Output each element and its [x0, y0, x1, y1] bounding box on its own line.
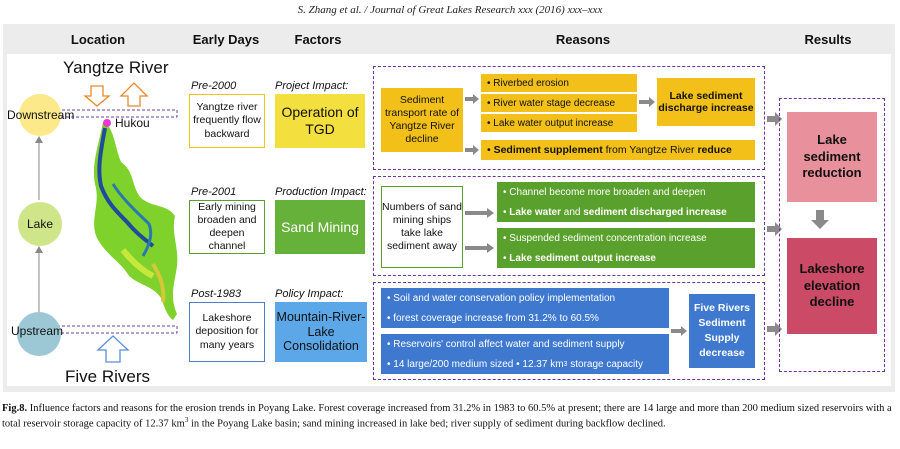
- result-sediment-reduction: Lake sediment reduction: [787, 112, 877, 202]
- location-graphics: [35, 82, 178, 363]
- flow-arrows: [465, 94, 829, 336]
- early-days-row3: Lakeshore deposition for many years: [189, 302, 265, 362]
- yangtze-river-label: Yangtze River: [63, 58, 169, 77]
- hukou-marker-icon: [103, 119, 111, 127]
- reason-row3-top-block: [381, 288, 669, 328]
- five-rivers-up-arrow-icon: [96, 335, 130, 363]
- outcome-sediment-discharge: Lake sediment discharge increase: [657, 78, 755, 126]
- impact-project: Project Impact:: [275, 80, 349, 92]
- bullet-sediment-supplement: • Sediment supplement from Yangtze River…: [481, 140, 755, 160]
- bullet-water-output: • Lake water output increase: [481, 114, 637, 132]
- reason-group-2: [373, 176, 765, 276]
- hukou-label: Hukou: [115, 116, 150, 130]
- period-post-1983: Post-1983: [191, 288, 242, 300]
- inflow-down-arrow-icon: [83, 85, 111, 107]
- bullet-sediment-output: • Lake sediment output increase: [503, 252, 656, 264]
- factor-mountain-river-lake: Mountain-River-Lake Consolidation: [275, 302, 367, 362]
- header-location: Location: [70, 32, 126, 47]
- impact-policy: Policy Impact:: [275, 288, 344, 300]
- bullet-forest-coverage: • forest coverage increase from 31.2% to…: [387, 312, 599, 324]
- bullet-suspended-sediment: • Suspended sediment concentration incre…: [503, 232, 707, 244]
- figure-panel: Location Early Days Factors Reasons Resu…: [3, 24, 895, 392]
- period-pre-2001: Pre-2001: [191, 186, 237, 198]
- reason-main-row1: Sediment transport rate of Yangtze River…: [381, 88, 463, 152]
- header-factors: Factors: [294, 32, 342, 47]
- five-rivers-label: Five Rivers: [65, 367, 151, 386]
- outflow-up-arrow-icon: [119, 82, 149, 107]
- factor-tgd: Operation of TGD: [275, 94, 365, 148]
- downstream-label: Downstream: [7, 108, 75, 122]
- bullet-channel-broaden: • Channel become more broaden and deepen: [503, 186, 706, 198]
- results-group: [779, 98, 885, 372]
- upstream-circle: [17, 312, 61, 356]
- reason-row3-bottom-block: [381, 334, 669, 374]
- reason-row2-bottom-block: [497, 228, 755, 268]
- reason-main-row2: Numbers of sand mining ships take lake s…: [381, 186, 463, 268]
- bullet-lake-water-discharge: • Lake water and sediment discharged inc…: [503, 206, 727, 218]
- bullet-soil-water-policy: • Soil and water conservation policy imp…: [387, 292, 616, 304]
- bullet-reservoir-control: • Reservoirs' control affect water and s…: [387, 338, 625, 350]
- downstream-circle: [19, 94, 61, 136]
- period-pre-2000: Pre-2000: [191, 80, 237, 92]
- early-days-row1: Yangtze river frequently flow backward: [189, 94, 265, 148]
- early-days-row2: Early mining broaden and deepen channel: [189, 200, 265, 254]
- header-reasons: Reasons: [555, 32, 611, 47]
- upstream-label: Upstream: [11, 324, 64, 338]
- impact-production: Production Impact:: [275, 186, 367, 198]
- outcome-five-rivers-supply: Five Rivers Sediment Supply decrease: [689, 294, 755, 368]
- header-results: Results: [804, 32, 852, 47]
- result-elevation-decline: Lakeshore elevation decline: [787, 238, 877, 334]
- bullet-riverbed-erosion: • Riverbed erosion: [481, 74, 637, 92]
- figure-caption: Fig.8. Influence factors and reasons for…: [2, 403, 892, 430]
- running-head: S. Zhang et al. / Journal of Great Lakes…: [297, 4, 603, 16]
- lake-circle: Lake: [18, 202, 62, 246]
- bullet-water-stage: • River water stage decrease: [481, 94, 637, 112]
- reason-row2-top-block: [497, 182, 755, 222]
- reason-group-3: [373, 282, 765, 380]
- reason-group-1: [373, 66, 765, 170]
- factor-sand-mining: Sand Mining: [275, 200, 365, 254]
- header-early-days: Early Days: [192, 32, 260, 47]
